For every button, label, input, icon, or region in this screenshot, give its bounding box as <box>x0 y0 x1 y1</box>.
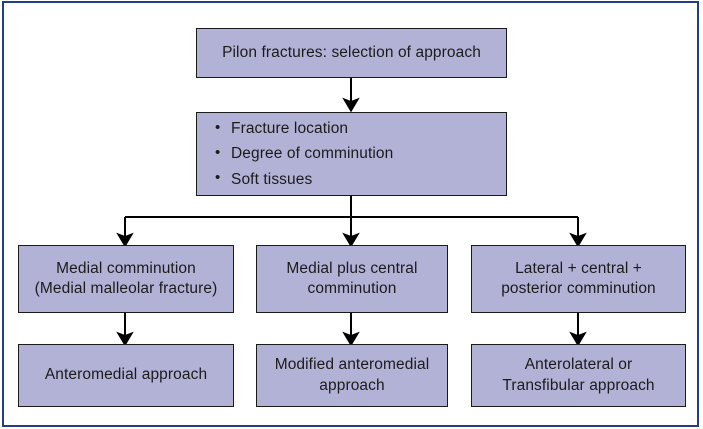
criteria-item: Soft tissues <box>215 166 506 192</box>
criteria-item: Fracture location <box>215 116 506 141</box>
node-title-box: Pilon fractures: selection of approach <box>196 28 507 78</box>
node-title-label: Pilon fractures: selection of approach <box>222 43 481 61</box>
node-branch-middle-label: Medial plus central comminution <box>286 259 418 297</box>
criteria-list: Fracture location Degree of comminution … <box>197 116 506 191</box>
node-outcome-left: Anteromedial approach <box>18 344 234 407</box>
node-criteria-box: Fracture location Degree of comminution … <box>196 112 507 196</box>
node-outcome-right: Anterolateral or Transfibular approach <box>471 344 686 407</box>
connector-criteria-to-branches <box>116 196 587 248</box>
node-outcome-middle: Modified anteromedial approach <box>256 344 448 407</box>
node-branch-right: Lateral + central + posterior comminutio… <box>471 245 686 313</box>
node-outcome-middle-label: Modified anteromedial approach <box>274 356 430 394</box>
node-outcome-left-label: Anteromedial approach <box>44 366 208 384</box>
node-branch-middle: Medial plus central comminution <box>256 245 448 313</box>
node-outcome-right-label: Anterolateral or Transfibular approach <box>502 356 655 394</box>
node-branch-left-label: Medial comminution (Medial malleolar fra… <box>34 259 218 297</box>
node-branch-left: Medial comminution (Medial malleolar fra… <box>18 245 234 313</box>
criteria-item: Degree of comminution <box>215 141 506 166</box>
node-branch-right-label: Lateral + central + posterior comminutio… <box>501 259 656 297</box>
